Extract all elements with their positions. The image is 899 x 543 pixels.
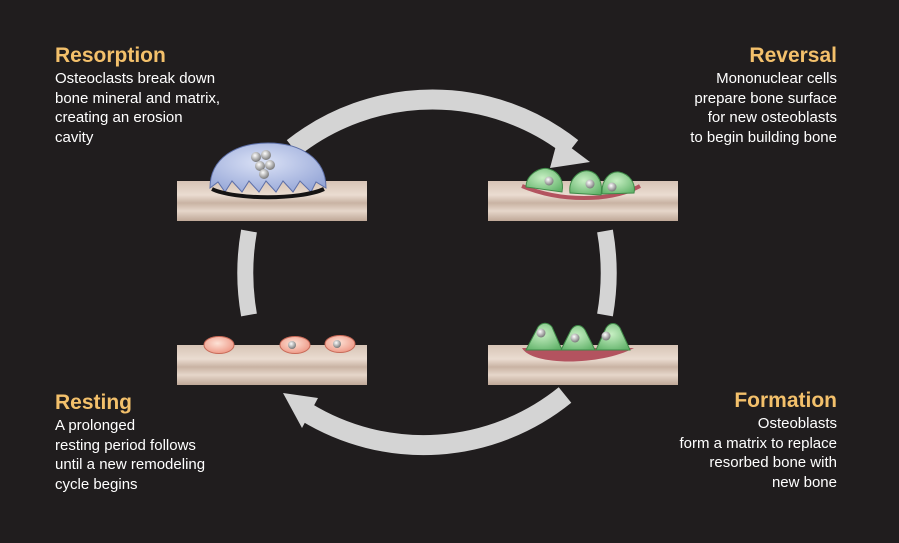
curved-arrow-icon <box>300 387 572 456</box>
mononuclear-cell-icon <box>525 167 563 193</box>
curved-arrow-icon <box>286 89 579 156</box>
new-bone-matrix <box>522 348 634 362</box>
cycle-arrows <box>237 89 617 456</box>
description-line: creating an erosion <box>55 109 183 126</box>
curved-arrow-icon <box>237 229 257 317</box>
mononuclear-cell-icon <box>601 171 635 195</box>
osteoblast-cell-icon <box>525 322 563 351</box>
mononuclear-cell-icon <box>569 170 602 196</box>
reversal-label: Reversal Mononuclear cells prepare bone … <box>690 44 837 147</box>
resting-description: A prolonged resting period follows until… <box>55 416 205 494</box>
description-line: Mononuclear cells <box>716 70 837 87</box>
reversal-panel <box>488 167 678 221</box>
lining-cell-icon <box>279 336 311 354</box>
description-line: until a new remodeling <box>55 456 206 473</box>
formation-title: Formation <box>734 389 837 412</box>
curved-arrow-icon <box>597 229 617 317</box>
description-line: new bone <box>771 473 837 491</box>
formation-panel <box>488 322 678 385</box>
formation-description: Osteoblasts form a matrix to replace res… <box>679 414 837 492</box>
description-line: cycle begins <box>55 475 138 493</box>
lining-cell-icon <box>324 335 356 353</box>
description-line: A prolonged <box>55 417 136 434</box>
description-line: resorbed bone with <box>709 454 837 471</box>
description-line: Osteoclasts break down <box>55 70 216 87</box>
resting-label: Resting A prolonged resting period follo… <box>55 391 205 494</box>
resorption-description: Osteoclasts break down bone mineral and … <box>55 69 220 147</box>
description-line: cavity <box>55 128 94 146</box>
erosion-cavity <box>211 187 325 200</box>
description-line: form a matrix to replace <box>679 434 837 452</box>
arrow-head-icon <box>283 393 318 428</box>
resorption-panel <box>177 142 367 221</box>
description-line: bone mineral and matrix, <box>55 89 221 107</box>
resorption-title: Resorption <box>55 44 166 67</box>
arrow-head-icon <box>550 138 590 168</box>
description-line: prepare bone surface <box>694 89 837 107</box>
reversal-description: Mononuclear cells prepare bone surface f… <box>690 69 837 147</box>
reversal-title: Reversal <box>749 44 837 67</box>
description-line: Osteoblasts <box>757 415 837 432</box>
resorption-label: Resorption Osteoclasts break down bone m… <box>55 44 220 147</box>
resting-panel <box>177 335 367 385</box>
resting-title: Resting <box>55 391 133 414</box>
osteoblast-cell-icon <box>560 325 596 351</box>
description-line: resting period follows <box>55 436 196 454</box>
osteoclast-nuclei <box>251 150 275 179</box>
description-line: for new osteoblasts <box>707 109 837 126</box>
lining-cell-icon <box>203 336 235 354</box>
osteoblast-cell-icon <box>595 323 631 351</box>
formation-label: Formation Osteoblasts form a matrix to r… <box>679 389 837 492</box>
description-line: to begin building bone <box>690 128 837 146</box>
